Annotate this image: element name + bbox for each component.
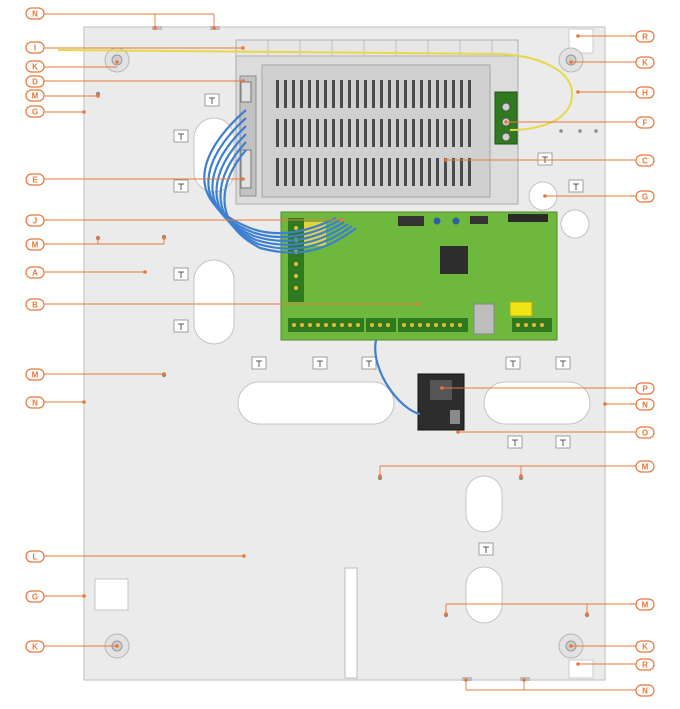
callout-L: L [25,550,45,563]
blue-wires [203,109,421,416]
callout-N-text: N [32,399,38,408]
callout-O-text: O [642,429,648,438]
cable-slot [465,475,503,533]
cable-slot [237,381,395,425]
callout-F: F [635,116,655,129]
callout-N-right: N [635,398,655,411]
callout-G-right: G [635,190,655,203]
callout-L-text: L [33,553,38,562]
corner-tab [568,659,594,679]
callout-C-text: C [642,157,648,166]
callout-F-text: F [643,119,648,128]
callout-M-text: M [642,601,649,610]
callout-M-text: M [642,463,649,472]
callout-C: C [635,154,655,167]
callout-A-text: A [32,269,38,278]
power-supply-unit [235,39,519,205]
control-board [280,211,558,341]
cable-slot [465,566,503,624]
callout-I-text: I [34,44,36,53]
callout-B: B [25,298,45,311]
callout-H-text: H [642,89,648,98]
callout-G-lower-left: G [25,590,45,603]
callout-D: D [25,75,45,88]
callout-K-text: K [642,59,648,68]
round-knockout [560,209,590,239]
callout-J-text: J [33,217,37,226]
callout-M-text: M [32,92,39,101]
callout-K-text: K [642,643,648,652]
callout-E-text: E [32,176,38,185]
callout-G-text: G [32,593,38,602]
callout-N-top: N [25,7,45,20]
callout-I: I [25,41,45,54]
callout-P-text: P [642,385,648,394]
callout-K-top-right: K [635,56,655,69]
callout-K-text: K [32,643,38,652]
callout-A: A [25,266,45,279]
callout-N-text: N [642,401,648,410]
callout-R-text: R [642,33,648,42]
callout-R-bottom: R [635,658,655,671]
callout-N-bottom: N [635,684,655,697]
callout-N-left: N [25,396,45,409]
callout-leaders [44,13,636,691]
battery-connector [417,373,465,431]
callout-R-top: R [635,30,655,43]
callout-H: H [635,86,655,99]
callout-J: J [25,214,45,227]
callout-G-text: G [32,108,38,117]
callout-G-text: G [642,193,648,202]
callout-M-left-mid: M [25,368,45,381]
cable-guide [344,567,358,679]
callout-O: O [635,426,655,439]
callout-K-top-left: K [25,60,45,73]
callout-K-bottom-left: K [25,640,45,653]
callout-M-right-mid: M [635,460,655,473]
callout-P: P [635,382,655,395]
callout-R-text: R [642,661,648,670]
callout-M-right-low: M [635,598,655,611]
callout-N-text: N [642,687,648,696]
callout-K-bottom-right: K [635,640,655,653]
cable-slot [483,381,591,425]
callout-M-text: M [32,371,39,380]
callout-K-text: K [32,63,38,72]
callout-D-text: D [32,78,38,87]
mounting-hole [104,633,130,659]
mounting-hole [558,47,584,73]
callout-M-top-left: M [25,89,45,102]
yellow-earth-wire [57,49,574,131]
callout-G-left: G [25,105,45,118]
callout-M-left-pair: M [25,238,45,251]
mains-terminal-block [494,91,518,145]
callout-B-text: B [32,301,38,310]
cable-slot [193,259,235,345]
square-knockout [94,578,129,611]
callout-E: E [25,173,45,186]
callout-M-text: M [32,241,39,250]
top-notch [152,26,162,30]
callout-N-text: N [32,10,38,19]
